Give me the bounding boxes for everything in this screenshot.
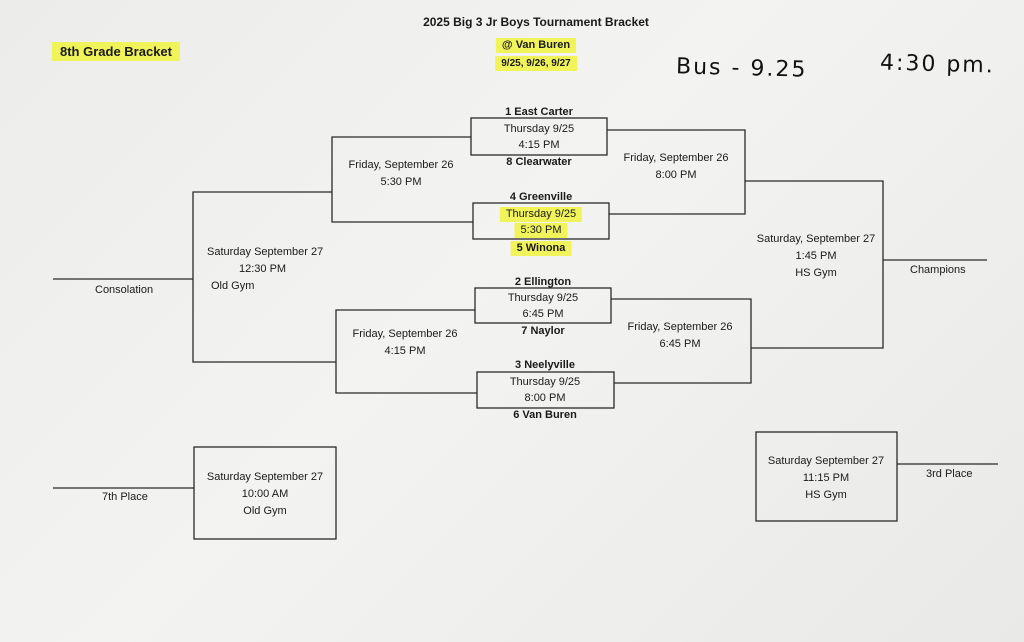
consolation-final-venue: Old Gym xyxy=(211,280,255,292)
consolation-label: Consolation xyxy=(95,284,154,296)
consolation-semi-2-time: 4:15 PM xyxy=(384,345,426,357)
third-place-venue: HS Gym xyxy=(805,489,847,501)
winner-semi-2-time: 6:45 PM xyxy=(659,338,701,350)
championship-time: 1:45 PM xyxy=(795,250,837,262)
game-4-day: Thursday 9/25 xyxy=(509,376,581,388)
champions-label: Champions xyxy=(910,264,966,276)
winner-semi-2-day: Friday, September 26 xyxy=(627,321,733,333)
game-2-day: Thursday 9/25 xyxy=(499,207,583,222)
division-label: 8th Grade Bracket xyxy=(52,42,180,61)
consolation-semi-1-lines xyxy=(331,136,473,223)
seventh-place-box xyxy=(193,446,337,540)
game-4-top-team: 3 Neelyville xyxy=(515,359,575,371)
game-1-top-team: 1 East Carter xyxy=(505,106,573,118)
game-box-4 xyxy=(476,371,615,409)
winner-semi-1-lines xyxy=(607,129,746,215)
seventh-place-time: 10:00 AM xyxy=(241,488,289,500)
handwritten-bus-time: 4:30 pm. xyxy=(879,50,996,79)
championship-day: Saturday, September 27 xyxy=(756,233,876,245)
game-3-day: Thursday 9/25 xyxy=(507,292,579,304)
third-place-day: Saturday September 27 xyxy=(767,455,885,467)
consolation-final-day: Saturday September 27 xyxy=(207,246,324,258)
winner-semi-2-lines xyxy=(611,298,752,384)
consolation-semi-1-time: 5:30 PM xyxy=(380,176,422,188)
third-place-box xyxy=(755,431,898,522)
game-4-bottom-team: 6 Van Buren xyxy=(513,409,577,421)
consolation-semi-1-day: Friday, September 26 xyxy=(348,159,454,171)
consolation-final-time: 12:30 PM xyxy=(239,263,287,275)
game-2-time: 5:30 PM xyxy=(514,223,568,238)
dates-label: 9/25, 9/26, 9/27 xyxy=(495,56,577,71)
game-1-bottom-team: 8 Clearwater xyxy=(506,156,572,168)
consolation-semi-2-lines xyxy=(335,309,477,394)
game-box-3 xyxy=(474,287,612,324)
consolation-final-lines xyxy=(192,191,336,363)
game-3-bottom-team: 7 Naylor xyxy=(521,325,565,337)
location-label: @ Van Buren xyxy=(495,38,577,53)
championship-venue: HS Gym xyxy=(795,267,837,279)
game-1-time: 4:15 PM xyxy=(518,139,560,151)
game-3-time: 6:45 PM xyxy=(522,308,564,320)
seventh-place-day: Saturday September 27 xyxy=(206,471,324,483)
game-2-top-team: 4 Greenville xyxy=(509,191,573,203)
seventh-place-label: 7th Place xyxy=(102,491,148,503)
game-4-time: 8:00 PM xyxy=(524,392,566,404)
winner-semi-1-time: 8:00 PM xyxy=(655,169,697,181)
game-box-2 xyxy=(472,202,610,240)
winner-semi-1-day: Friday, September 26 xyxy=(623,152,729,164)
third-place-time: 11:15 PM xyxy=(802,472,850,484)
handwritten-bus-label: Bus - 9.25 xyxy=(675,54,808,83)
bracket-title: 2025 Big 3 Jr Boys Tournament Bracket xyxy=(423,15,649,29)
game-2-bottom-team: 5 Winona xyxy=(510,241,572,256)
third-place-label: 3rd Place xyxy=(926,468,973,480)
championship-lines xyxy=(745,180,884,349)
consolation-semi-2-day: Friday, September 26 xyxy=(352,328,458,340)
game-3-top-team: 2 Ellington xyxy=(514,276,572,288)
game-1-day: Thursday 9/25 xyxy=(503,123,575,135)
seventh-place-venue: Old Gym xyxy=(243,505,287,517)
